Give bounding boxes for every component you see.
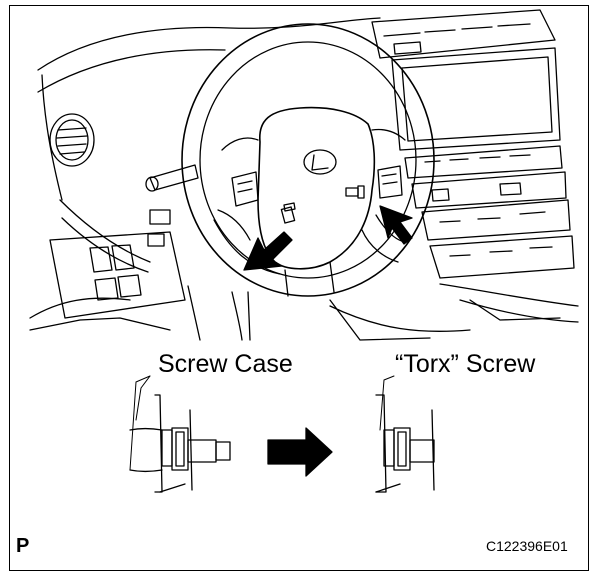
screw-case-detail xyxy=(129,394,231,493)
arrow xyxy=(267,427,333,477)
torx-screw-detail xyxy=(375,394,435,493)
figure-frame xyxy=(9,5,589,571)
page-letter: P xyxy=(16,535,30,557)
screw-case-label: Screw Case xyxy=(158,350,293,378)
torx-screw-label: “Torx” Screw xyxy=(395,350,536,378)
figure-code: C122396E01 xyxy=(486,538,568,554)
bold-arrow xyxy=(243,205,413,271)
steering-wheel-drawing xyxy=(181,23,435,297)
dashboard-drawing xyxy=(29,9,579,341)
leader-lines xyxy=(129,375,395,471)
